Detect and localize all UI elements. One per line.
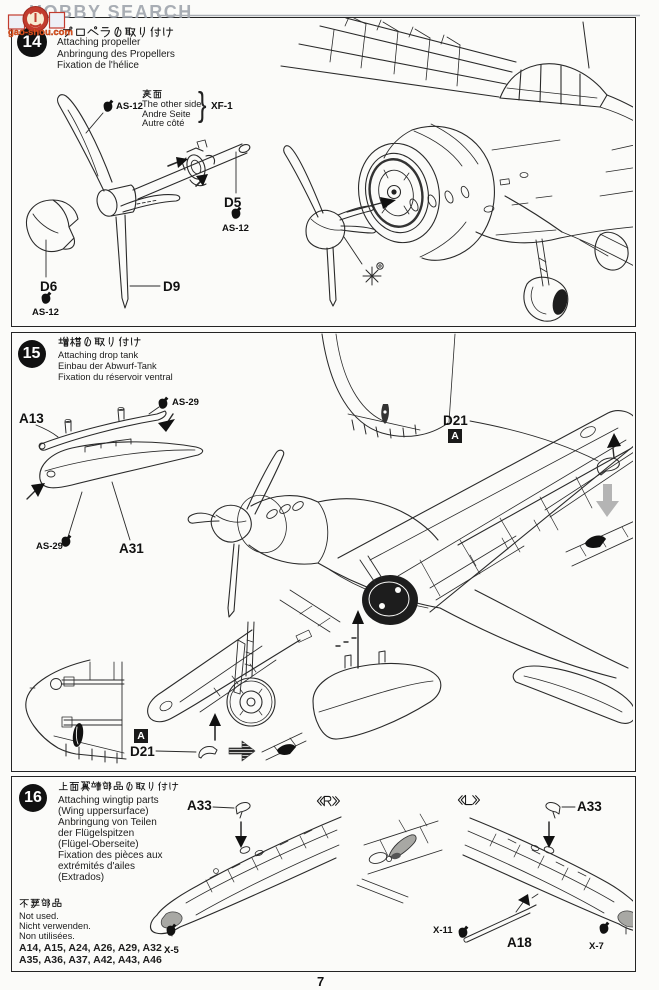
note-other-side-en: The other side [142,99,202,109]
part-label-a18: A18 [507,935,532,950]
paint-x7: X-7 [589,941,604,952]
step-15-number-text: 15 [22,344,41,362]
note-paint-xf1: XF-1 [211,101,233,112]
note-other-side-fr: Autre côté [142,118,185,129]
logo-box-2 [48,11,66,29]
step-15-illustration [12,333,633,769]
watermark-site: gao-shou.com [8,27,73,38]
note-other-side-ja [142,89,165,100]
step-16-title-ja [58,781,182,793]
step-16-title-de: Anbringung von Teilen [58,816,157,828]
step-14-title-fr: Fixation de l'hélice [57,60,139,72]
part-label-d21-bottom: D21 [130,744,155,759]
part-label-d9: D9 [163,279,181,294]
page-number: 7 [317,974,325,989]
slot-mark-a-bottom: A [134,729,148,743]
step-14-title-ja [62,26,177,40]
step-16-title-fr2: extrémités d'ailes [58,860,135,872]
not-used-fr: Non utilisées. [19,931,75,941]
note-brace: } [198,86,207,124]
step-14-title-de: Anbringung des Propellers [57,48,175,60]
part-label-a31: A31 [119,541,144,556]
step-16-title-fr3: (Extrados) [58,871,105,883]
step-15-title-de: Einbau der Abwurf-Tank [58,360,157,371]
part-label-a13: A13 [19,411,44,426]
paint-x11: X-11 [433,925,453,936]
step-16-title-fr: Fixation des pièces aux [58,849,163,861]
not-used-en: Not used. [19,911,59,921]
part-label-d5: D5 [224,195,242,210]
step-16-title-en: Attaching wingtip parts [58,794,159,806]
paint-as29-bottom: AS-29 [36,541,63,552]
step-15-title-en: Attaching drop tank [58,349,139,360]
part-label-d21-top: D21 [443,413,468,428]
step-15-frame [11,332,636,772]
step-16-title-de2: der Flügelspitzen [58,827,135,839]
step-14-number: 14 [17,27,47,57]
wing-left-mark [455,794,481,808]
step-16-frame [11,776,636,972]
note-other-side-de: Andre Seite [142,108,191,119]
step-14-illustration [12,18,633,324]
paint-as12-shaft: AS-12 [222,223,249,234]
step-16-title-en2: (Wing uppersurface) [58,805,149,817]
step-16-title-de3: (Flügel-Oberseite) [58,838,139,850]
not-used-de: Nicht verwenden. [19,921,91,931]
paint-as12-blade: AS-12 [116,101,143,112]
step-14-title-en: Attaching propeller [57,37,141,48]
slot-mark-a-top: A [448,429,462,443]
slot-mark-a-bottom-text: A [137,730,145,742]
slot-mark-a-top-text: A [451,430,459,442]
paint-x5: X-5 [164,945,179,956]
part-label-a33-right-wing: A33 [187,798,212,813]
step-14-number-text: 14 [22,32,42,51]
part-label-d6: D6 [40,279,58,294]
not-used-parts-2: A35, A36, A37, A42, A43, A46 [19,953,162,966]
part-label-a33-left-wing: A33 [577,799,602,814]
paint-as12-spinner: AS-12 [32,307,59,318]
step-15-number: 15 [17,339,46,368]
wing-right-mark [314,795,341,809]
logo-mascot-face [29,10,42,28]
step-15-title-ja [58,336,144,349]
not-used-parts-1: A14, A15, A24, A26, A29, A32 [19,942,162,954]
step-16-number-text: 16 [24,789,42,806]
paint-as29-top: AS-29 [172,397,199,408]
watermark-underline [157,14,640,17]
step-16-number: 16 [19,784,47,812]
not-used-ja [19,898,65,910]
watermark-logo [7,6,66,32]
step-14-frame [11,17,636,327]
step-15-title-fr: Fixation du réservoir ventral [58,371,173,382]
